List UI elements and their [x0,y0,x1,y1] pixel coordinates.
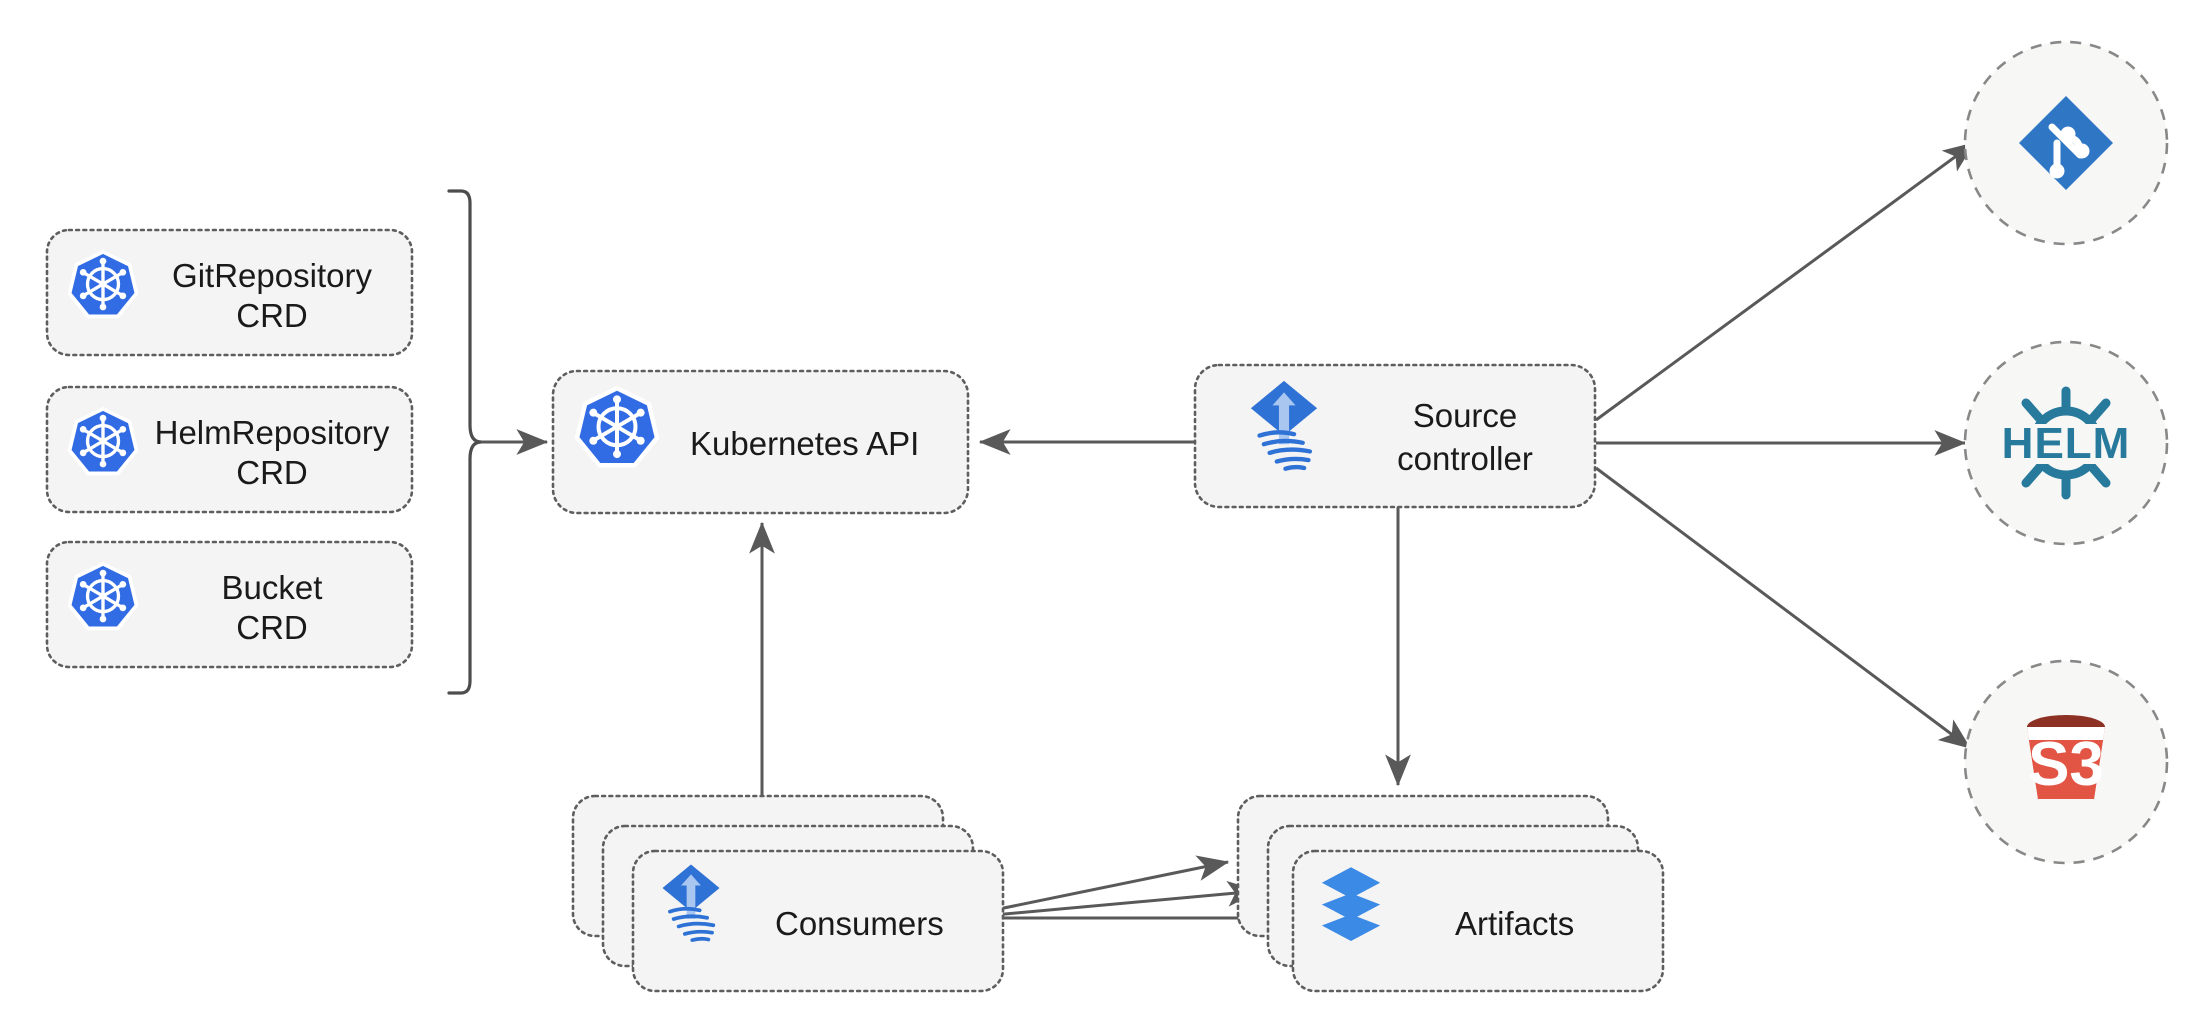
provider-git[interactable] [1963,40,2169,246]
arrow-source-controller-to-s3 [1595,466,1971,750]
source-controller-label-line2: controller [1397,440,1533,477]
provider-helm[interactable]: HELM [1963,340,2169,546]
node-kubernetes-api[interactable]: Kubernetes API [551,369,970,515]
provider-s3[interactable]: S3 [1963,659,2169,865]
layers-icon [1321,867,1381,942]
node-consumers[interactable]: Consumers [571,794,1005,993]
crd-label-line1: GitRepository [172,257,372,294]
kubernetes-icon [67,561,139,631]
crd-box-gitrepository[interactable]: GitRepository CRD [45,228,414,357]
helm-label: HELM [2002,419,2131,468]
crd-label-line2: CRD [236,609,308,646]
crd-label-line2: CRD [236,297,308,334]
arrow-source-controller-to-git [1595,141,1975,422]
kubernetes-icon [67,250,139,319]
crd-box-bucket[interactable]: Bucket CRD [45,540,414,669]
kubernetes-icon [577,388,657,465]
artifacts-stack-card-front [1291,849,1665,993]
source-controller-label-line1: Source [1413,397,1518,434]
arrow-consumers-to-artifacts-back [993,855,1230,912]
kubernetes-api-label: Kubernetes API [690,425,919,462]
artifacts-label: Artifacts [1455,905,1574,942]
arrow-consumers-to-artifacts-middle [993,880,1260,917]
crd-label-line1: HelmRepository [155,414,390,451]
consumers-label: Consumers [775,905,944,942]
kubernetes-icon [67,406,139,476]
node-source-controller[interactable]: Source controller [1193,363,1597,509]
node-artifacts[interactable]: Artifacts [1236,794,1665,993]
s3-label: S3 [2028,730,2104,799]
crd-label-line1: Bucket [222,569,323,606]
consumers-stack-card-front [631,849,1005,993]
crd-box-helmrepository[interactable]: HelmRepository CRD [45,385,414,514]
crd-label-line2: CRD [236,454,308,491]
